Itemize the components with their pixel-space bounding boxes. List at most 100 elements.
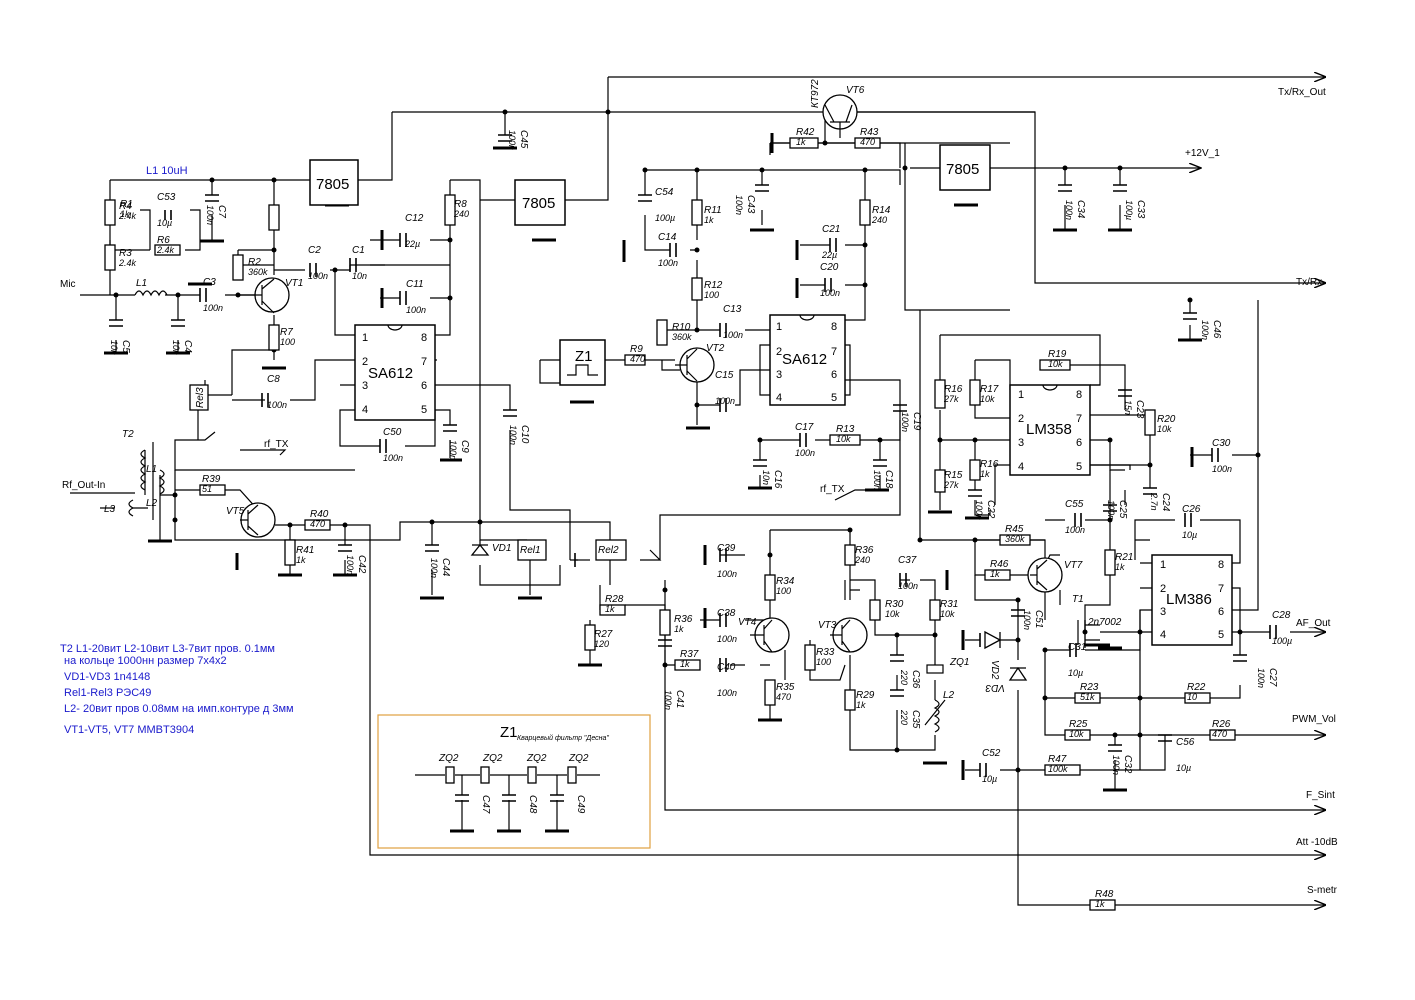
resistor-value: 2.4k [156,245,175,255]
resistor-value: 51k [1080,692,1095,702]
svg-text:100n: 100n [1200,320,1210,340]
svg-text:C27: C27 [1267,668,1278,687]
reg-2-label: 7805 [522,195,555,212]
resistor-ref: R12 [704,280,723,291]
svg-text:Rel1: Rel1 [520,545,541,556]
svg-text:C22: C22 [985,500,996,519]
svg-text:C26: C26 [1182,504,1201,515]
svg-text:100n: 100n [872,470,882,490]
sig-rf-tx-2: rf_TX [820,484,845,495]
svg-text:C10: C10 [519,425,530,444]
l1-note: L1 10uH [146,165,188,177]
svg-text:VD1-VD3 1n4148: VD1-VD3 1n4148 [64,671,150,683]
lm358-label: LM358 [1026,421,1072,438]
svg-text:VT3: VT3 [818,620,837,631]
sig-s-metr: S-metr [1307,885,1338,896]
resistor-value: 10k [980,394,995,404]
sig-rf-out-in: Rf_Out-In [62,480,105,491]
svg-text:L3: L3 [104,504,116,515]
svg-text:C54: C54 [655,187,674,198]
svg-text:C1: C1 [352,245,365,256]
resistor-value: 100k [1048,764,1068,774]
svg-text:VT1-VT5, VT7 MMBT3904: VT1-VT5, VT7 MMBT3904 [64,724,194,736]
sig-tx-rx-out: Tx/Rx_Out [1278,87,1326,98]
signal-labels: Tx/Rx_Out Tx/Rx +12V_1 Mic Rf_Out-In rf_… [60,87,1338,896]
svg-text:VT1: VT1 [285,278,303,289]
svg-text:C12: C12 [405,213,424,224]
svg-text:C8: C8 [267,374,280,385]
svg-text:8: 8 [831,321,837,333]
svg-text:100n: 100n [717,688,737,698]
svg-text:100n: 100n [345,555,355,575]
svg-text:C43: C43 [745,195,756,214]
svg-text:100n: 100n [663,690,673,710]
resistor-ref: R33 [816,647,835,658]
svg-text:на кольце 1000нн размер 7х4х2: на кольце 1000нн размер 7х4х2 [64,655,227,667]
svg-text:100n: 100n [1212,464,1232,474]
resistor-value: 1k [990,569,1000,579]
svg-text:10n: 10n [109,340,119,355]
svg-text:6: 6 [1076,437,1082,449]
svg-text:3: 3 [1160,606,1166,618]
misc-labels: Rel1 Rel2 Rel3 VD1 VD2 VD3 T2 L1 L2 L3 L… [104,278,1005,701]
resistor-value: 1k [1115,562,1125,572]
resistor-ref: R28 [605,594,624,605]
svg-text:C21: C21 [822,224,840,235]
svg-text:100n: 100n [795,448,815,458]
reg-1-label: 7805 [316,176,349,193]
svg-text:10µ: 10µ [1176,763,1191,773]
svg-text:C45: C45 [518,130,529,149]
svg-text:100n: 100n [1065,525,1085,535]
svg-text:VD2: VD2 [989,660,1000,680]
svg-text:4: 4 [1160,629,1166,641]
svg-text:2: 2 [776,346,782,358]
svg-text:6: 6 [421,380,427,392]
svg-text:C20: C20 [820,262,839,273]
sig-mic: Mic [60,279,76,290]
resistor-value: 100 [776,586,791,596]
svg-text:220: 220 [899,669,909,685]
svg-text:2n7002: 2n7002 [1087,617,1122,628]
svg-text:C2: C2 [308,245,321,256]
relay-boxes [189,384,627,561]
svg-text:100n: 100n [820,288,840,298]
svg-text:100n: 100n [974,500,984,520]
resistor-value: 10 [1187,692,1197,702]
resistor-ref: R36 [674,614,693,625]
resistor-value: 10k [1069,729,1084,739]
resistor-ref: R26 [1212,719,1231,730]
svg-text:100n: 100n [734,195,744,215]
svg-text:5: 5 [831,392,837,404]
svg-text:T2 L1-20вит L2-10вит L3-7вит п: T2 L1-20вит L2-10вит L3-7вит пров. 0.1мм [60,643,275,655]
resistor-ref: R22 [1187,682,1206,693]
svg-text:100n: 100n [383,453,403,463]
svg-text:C7: C7 [216,205,227,218]
sa612-b-label: SA612 [782,351,827,368]
resistor-ref: R1 [120,199,133,210]
resistor-ref: R14 [872,205,891,216]
svg-text:C31: C31 [1068,642,1086,653]
resistor-value: 470 [1212,729,1227,739]
resistor-ref: R23 [1080,682,1099,693]
svg-text:100n: 100n [429,558,439,578]
svg-text:100n: 100n [900,412,910,432]
resistor-ref: R40 [310,509,329,520]
resistor-value: 1k [1095,899,1105,909]
